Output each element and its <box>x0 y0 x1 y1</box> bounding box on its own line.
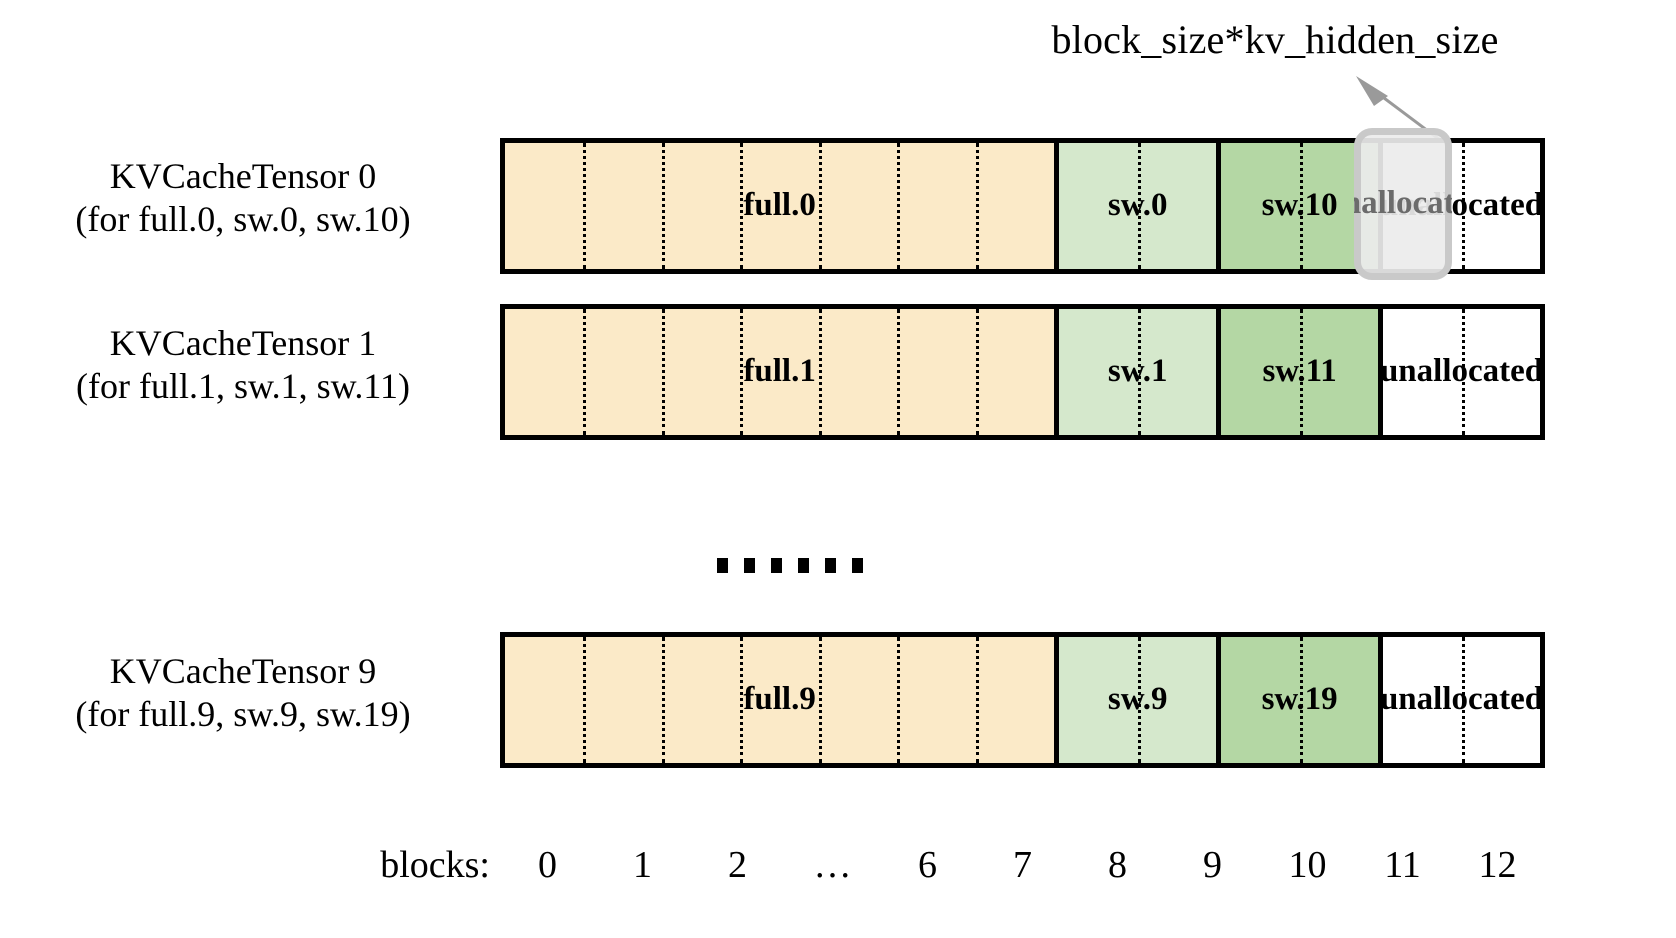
axis-tick: 2 <box>728 844 747 886</box>
segment-label: unallocated <box>1379 681 1540 718</box>
row-label-line2: (for full.9, sw.9, sw.19) <box>75 694 411 735</box>
axis-tick: 1 <box>633 844 652 886</box>
ellipsis-indicator <box>690 540 890 590</box>
axis-tick: 6 <box>918 844 937 886</box>
axis-tick: 7 <box>1013 844 1032 886</box>
segment-full[interactable]: full.9 <box>505 637 1055 763</box>
axis-tick: … <box>813 844 852 886</box>
segment-label: sw.19 <box>1261 681 1338 718</box>
axis-tick: 11 <box>1384 844 1421 886</box>
blocks-axis-title: blocks: <box>380 844 490 886</box>
block-divider <box>975 143 979 269</box>
kvcache-tensor-row: full.9 sw.9 sw.19 unallocated <box>500 632 1545 768</box>
segment-label: unallocated <box>1379 353 1540 390</box>
segment-label: sw.1 <box>1107 353 1168 390</box>
highlighted-block-outline[interactable] <box>1354 128 1452 280</box>
row-label-line1: KVCacheTensor 1 <box>109 323 377 363</box>
row-label-line1: KVCacheTensor 9 <box>109 651 377 691</box>
segment-sw-light[interactable]: sw.0 <box>1054 143 1217 269</box>
block-divider <box>818 143 822 269</box>
block-divider <box>661 637 665 763</box>
block-divider <box>583 309 587 435</box>
segment-label: sw.9 <box>1107 681 1168 718</box>
row-label-tensor-0: KVCacheTensor 0 (for full.0, sw.0, sw.10… <box>0 155 486 241</box>
ellipsis-dot <box>744 557 755 573</box>
block-divider <box>818 309 822 435</box>
axis-tick: 0 <box>538 844 557 886</box>
row-label-line1: KVCacheTensor 0 <box>109 156 377 196</box>
block-divider <box>818 637 822 763</box>
row-label-line2: (for full.1, sw.1, sw.11) <box>76 366 410 407</box>
ellipsis-dot <box>798 557 809 573</box>
highlighted-block-label: unallocated <box>1354 185 1452 222</box>
ellipsis-dot <box>717 557 728 573</box>
axis-tick: 8 <box>1108 844 1127 886</box>
block-divider <box>661 309 665 435</box>
block-divider <box>975 309 979 435</box>
segment-label: sw.0 <box>1107 187 1168 224</box>
segment-full[interactable]: full.0 <box>505 143 1055 269</box>
segment-sw-light[interactable]: sw.9 <box>1054 637 1217 763</box>
segment-label: sw.11 <box>1262 353 1337 390</box>
segment-label: full.1 <box>743 353 816 390</box>
segment-label: sw.10 <box>1261 187 1338 224</box>
block-divider <box>975 637 979 763</box>
block-divider <box>583 637 587 763</box>
kvcache-tensor-row: full.1 sw.1 sw.11 unallocated <box>500 304 1545 440</box>
block-divider <box>897 637 901 763</box>
segment-label: full.9 <box>743 681 816 718</box>
segment-sw-mid[interactable]: sw.11 <box>1216 309 1379 435</box>
axis-tick: 9 <box>1203 844 1222 886</box>
ellipsis-dot <box>771 557 782 573</box>
row-label-line2: (for full.0, sw.0, sw.10) <box>75 199 411 240</box>
segment-full[interactable]: full.1 <box>505 309 1055 435</box>
segment-unallocated[interactable]: unallocated <box>1378 637 1540 763</box>
ellipsis-dot <box>852 557 863 573</box>
axis-tick: 10 <box>1288 844 1327 886</box>
block-divider <box>583 143 587 269</box>
callout-label: block_size*kv_hidden_size <box>1051 17 1499 62</box>
segment-unallocated[interactable]: unallocated <box>1378 309 1540 435</box>
block-divider <box>661 143 665 269</box>
segment-sw-light[interactable]: sw.1 <box>1054 309 1217 435</box>
blocks-axis: 0 1 2 … 6 7 8 9 10 11 12 <box>500 846 1545 902</box>
ellipsis-dot <box>825 557 836 573</box>
block-divider <box>897 143 901 269</box>
row-label-tensor-9: KVCacheTensor 9 (for full.9, sw.9, sw.19… <box>0 650 486 736</box>
block-divider <box>897 309 901 435</box>
row-label-tensor-1: KVCacheTensor 1 (for full.1, sw.1, sw.11… <box>0 322 486 408</box>
segment-label: full.0 <box>743 187 816 224</box>
axis-tick: 12 <box>1478 844 1517 886</box>
segment-sw-mid[interactable]: sw.19 <box>1216 637 1379 763</box>
